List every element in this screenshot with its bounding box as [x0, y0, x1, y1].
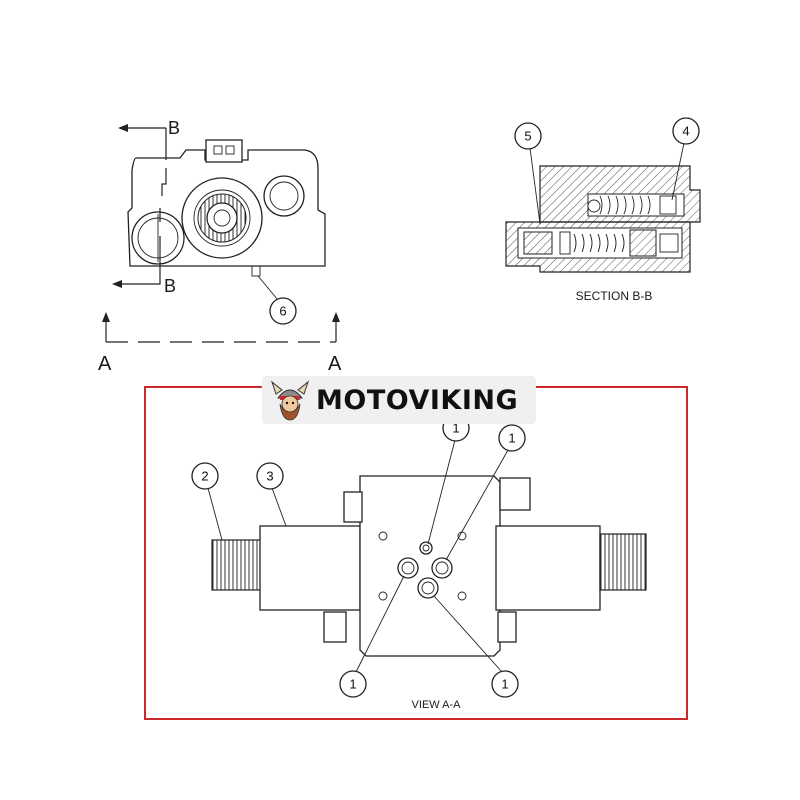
motoviking-watermark: MOTOVIKING [262, 376, 536, 424]
top-view: B B A A 6 [98, 118, 342, 375]
callout-6 [269, 297, 297, 325]
callout-2 [191, 462, 219, 490]
callout-5 [514, 122, 542, 150]
callout-1-bottom-left-label: 1 [349, 677, 356, 692]
viking-head-icon [270, 380, 310, 421]
section-bb: 5 4 SECTION B-B [505, 117, 701, 303]
section-bb-title: SECTION B-B [576, 289, 653, 303]
callout-6-label: 6 [279, 304, 286, 319]
brand-name: MOTOVIKING [316, 384, 519, 416]
view-marker-left: A [98, 353, 112, 375]
callout-1-top-right-label: 1 [508, 431, 515, 446]
section-marker-top: B [168, 118, 180, 138]
view-aa-title: VIEW A-A [412, 699, 462, 711]
callout-3 [256, 462, 284, 490]
callout-4-label: 4 [682, 124, 689, 139]
callout-1-bottom-left [339, 670, 367, 698]
callout-2-label: 2 [201, 469, 208, 484]
callout-4 [672, 117, 700, 145]
view-aa: 1 1 1 1 2 3 VIEW A-A [191, 414, 647, 711]
view-marker-right: A [328, 353, 342, 375]
callout-1-top-right [498, 424, 526, 452]
callout-5-label: 5 [524, 129, 531, 144]
callout-1-bottom-right [491, 670, 519, 698]
callout-3-label: 3 [266, 469, 273, 484]
callout-1-bottom-right-label: 1 [501, 677, 508, 692]
callout-1-top-left-label: 1 [452, 421, 459, 436]
section-marker-bottom: B [164, 276, 176, 296]
